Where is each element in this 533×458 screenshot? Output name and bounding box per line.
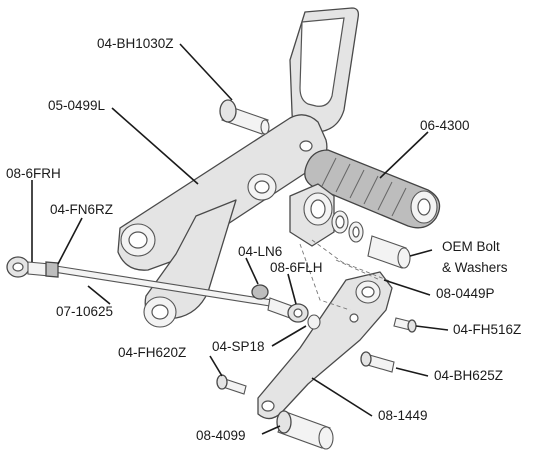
rear-set-bracket xyxy=(117,7,360,328)
shift-lever xyxy=(257,271,393,420)
label-linkage-rod: 07-10625 xyxy=(56,304,113,319)
label-lever-peg: 08-4099 xyxy=(196,428,246,443)
label-screw-fh620: 04-FH620Z xyxy=(118,345,186,360)
label-oem-bolt-line2: & Washers xyxy=(442,260,508,275)
label-screw-bh625: 04-BH625Z xyxy=(434,368,503,383)
label-shift-lever: 08-1449 xyxy=(378,408,428,423)
rod-end-left xyxy=(6,256,51,278)
label-rod-end-right: 08-6FLH xyxy=(270,260,323,275)
label-oem-bolt-line1: OEM Bolt xyxy=(442,239,500,254)
label-nut-left: 04-FN6RZ xyxy=(50,202,113,217)
rod-end-right xyxy=(267,297,309,323)
label-spacer: 04-SP18 xyxy=(212,339,265,354)
label-pivot-bushing: 08-0449P xyxy=(436,286,495,301)
screw-fh620 xyxy=(216,374,247,395)
label-rear-set-bracket: 05-0499L xyxy=(48,98,106,113)
pivot-bushing xyxy=(289,183,335,247)
lever-peg xyxy=(276,410,334,450)
spacer xyxy=(307,314,321,330)
heel-plate-bolt xyxy=(219,99,270,135)
part-labels: 04-BH1030Z 05-0499L 06-4300 08-6FRH 04-F… xyxy=(6,36,521,443)
label-screw-fh516: 04-FH516Z xyxy=(453,322,521,337)
nut-ln6 xyxy=(251,284,269,300)
label-heel-plate-bolt: 04-BH1030Z xyxy=(97,36,174,51)
screw-fh516 xyxy=(393,317,417,333)
nut-left xyxy=(45,261,59,278)
leader-lines xyxy=(31,43,449,435)
foot-peg xyxy=(304,149,441,229)
label-nut-ln6: 04-LN6 xyxy=(238,244,282,259)
assembly-guides xyxy=(299,239,393,311)
screw-bh625 xyxy=(360,351,395,373)
oem-washers xyxy=(331,210,411,269)
label-rod-end-left: 08-6FRH xyxy=(6,166,61,181)
label-peg: 06-4300 xyxy=(420,118,470,133)
